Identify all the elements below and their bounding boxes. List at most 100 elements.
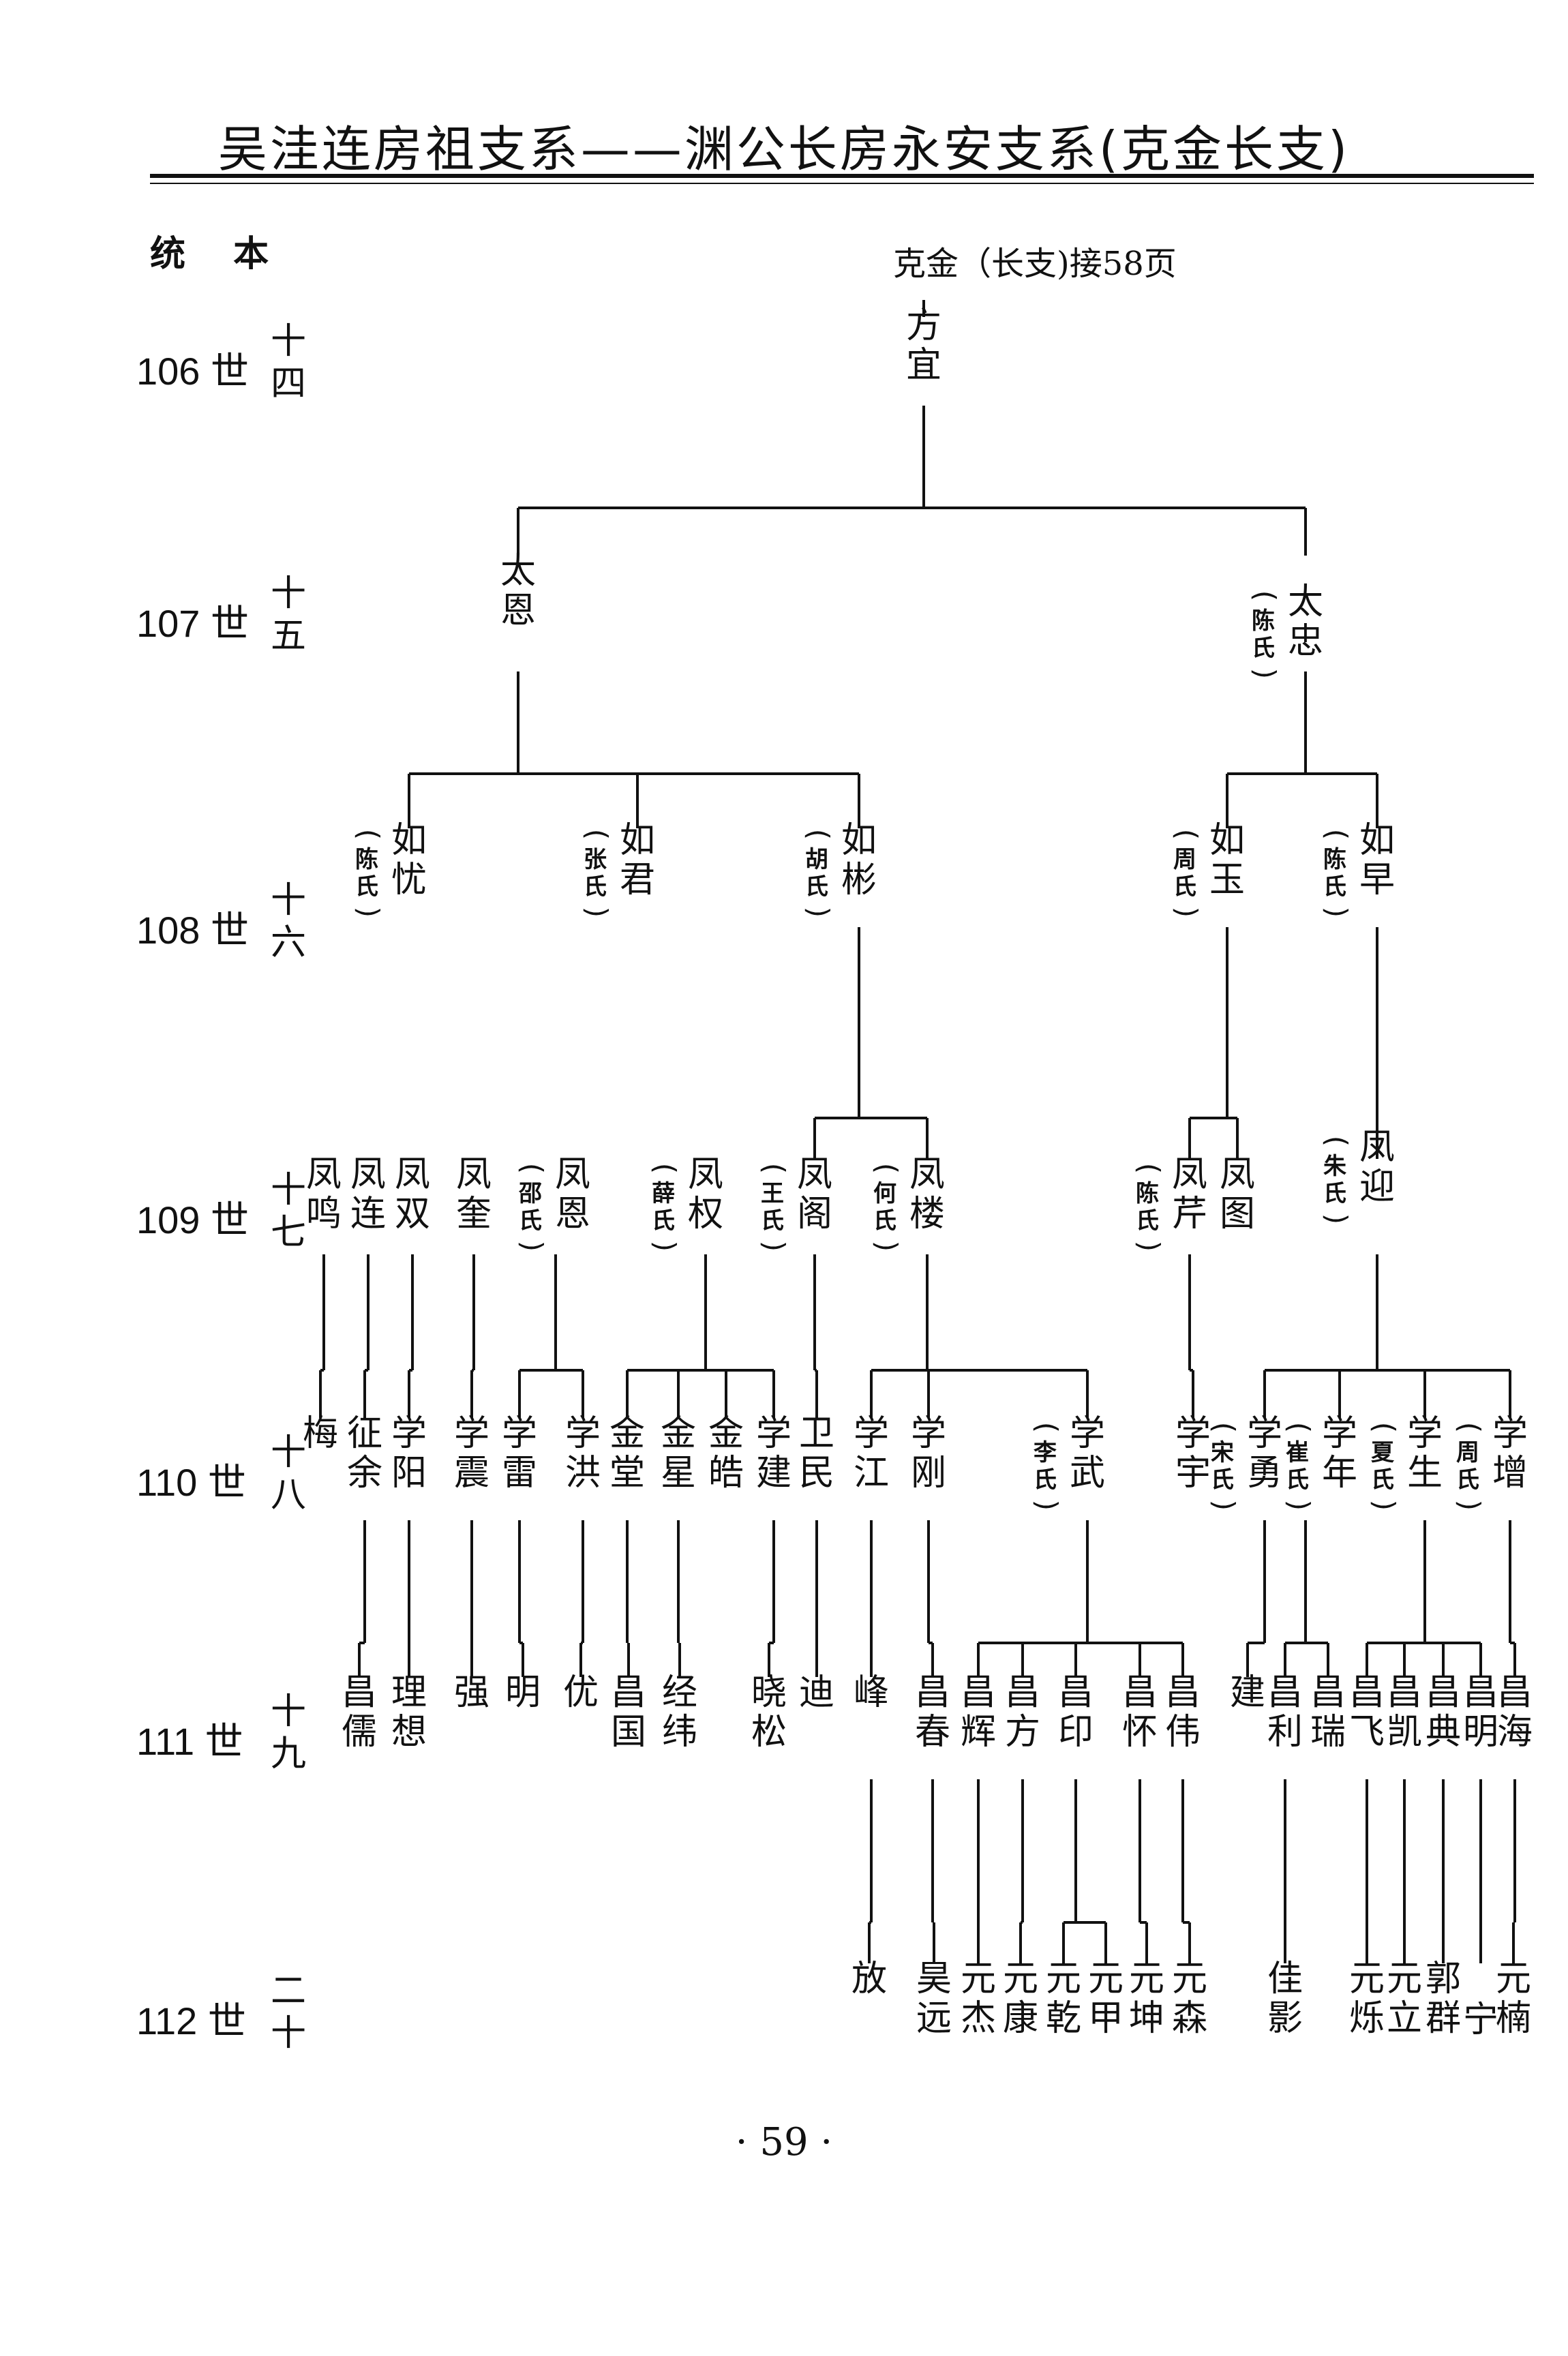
person-name-char: 儒 [342,1712,377,1753]
wife-bracket-open: ( [1368,1422,1401,1433]
wife-name-char: 朱 [1323,1153,1347,1180]
wife-name-char: 氏 [1211,1466,1234,1494]
person-name-char: 阳 [391,1453,427,1494]
person-name-char: 双 [395,1194,430,1235]
person-you: 优 [563,1672,599,1713]
person-ruyou: 如忧(陈氏) [352,820,427,918]
person-name-char: 太 [1288,582,1323,622]
person-name-char: 学 [1247,1413,1282,1454]
person-fengtu: 凤图 [1220,1154,1255,1235]
person-name-char: 宜 [906,345,941,386]
person-xuesheng: 学生(夏氏) [1368,1413,1443,1511]
person-name-char: 金 [708,1413,744,1454]
person-changchun: 昌春 [915,1672,950,1753]
wife-name-char: 张 [584,846,607,873]
person-taizhong: 太忠(陈氏) [1248,582,1323,679]
wife-bracket-close: ) [1248,668,1282,679]
person-name-char: 昌 [1058,1672,1094,1713]
person-haoyuan: 昊远 [916,1959,952,2039]
person-name-char: 森 [1172,1998,1207,2039]
person-weimin: 卫民 [799,1413,834,1494]
person-name-char: 金 [661,1413,696,1454]
wife-bracket-open: ( [352,829,385,840]
person-name-char: 学 [1322,1413,1357,1454]
person-name-char: 元 [1387,1959,1422,1999]
person-xuezhen: 学震 [454,1413,489,1494]
person-name-char: 昌 [1122,1672,1158,1713]
person-ruzao: 如早(陈氏) [1320,820,1395,918]
person-name-char: 元 [1172,1959,1207,1999]
person-name-char: 昌 [1349,1672,1385,1713]
wife-bracket-close: ) [580,907,614,918]
person-name-char: 如 [391,820,427,861]
person-yuanjie: 元杰 [961,1959,996,2039]
wife-bracket-close: ) [1368,1500,1401,1511]
person-name-char: 学 [391,1413,427,1454]
title-rule-thick [150,174,1534,178]
person-changwei: 昌伟 [1165,1672,1201,1753]
person-name-char: 生 [1407,1453,1443,1494]
person-changhai: 昌海 [1497,1672,1533,1753]
person-name-char: 早 [1359,860,1395,901]
person-name-char: 凤 [555,1154,590,1195]
person-name-char: 群 [1426,1998,1461,2039]
wife-name-char: 氏 [1173,873,1196,901]
person-name-char: 星 [661,1453,696,1494]
person-name-char: 忠 [1288,621,1323,662]
wife-bracket-open: ( [1030,1422,1064,1433]
wife-bracket-open: ( [870,1163,903,1174]
person-name-char: 昌 [1005,1672,1040,1713]
wife-bracket-open: ( [580,829,614,840]
wife-bracket-close: ) [1030,1500,1064,1511]
top-note: 克金（长支)接58页 [893,245,1177,283]
person-name-char: 阁 [797,1194,832,1235]
person-name-char: 方 [906,305,941,346]
person-changhuai: 昌怀 [1122,1672,1158,1753]
wife-name-char: 邵 [518,1180,542,1207]
wife-name-char: 氏 [1252,635,1275,662]
person-name-char: 余 [347,1453,382,1494]
person-yuanjia: 元甲 [1088,1959,1124,2039]
person-xuejian: 学建 [756,1413,791,1494]
person-name-char: 凤 [456,1154,492,1195]
person-name-char: 瑞 [1310,1712,1346,1753]
generation-chinese: 十五 [270,573,306,656]
person-name-char: 勇 [1247,1453,1282,1494]
person-name-char: 玉 [1209,860,1245,901]
person-fengkui: 凤奎 [456,1154,492,1235]
wife-name-char: 氏 [1034,1466,1057,1494]
person-name-char: 凤 [395,1154,430,1195]
person-name-char: 飞 [1349,1712,1385,1753]
wife-name-char: 胡 [805,846,828,873]
person-name-char: 昌 [1267,1672,1303,1713]
person-changru: 昌儒 [342,1672,377,1753]
person-name-char: 元 [1046,1959,1081,1999]
person-ming: 明 [505,1672,541,1713]
person-name-char: 如 [620,820,655,861]
person-xuezeng: 学增(周氏) [1453,1413,1528,1511]
person-name-char: 明 [1463,1712,1498,1753]
person-name-char: 昌 [961,1672,996,1713]
person-name-char: 图 [1220,1194,1255,1235]
person-xueyang: 学阳 [391,1413,427,1494]
wife-name-char: 氏 [761,1207,784,1235]
person-name-char: 凤 [797,1154,832,1195]
wife-name-char: 周 [1173,846,1196,873]
person-name-char: 凤 [909,1154,945,1195]
wife-bracket-open: ( [757,1163,791,1174]
wife-name-char: 氏 [652,1207,675,1235]
person-name-char: 春 [915,1712,950,1753]
person-name-char: 楼 [909,1194,945,1235]
person-ruyu: 如玉(周氏) [1170,820,1245,918]
person-yuankang: 元康 [1003,1959,1038,2039]
person-name-char: 学 [1407,1413,1443,1454]
person-name-char: 凤 [1359,1127,1395,1168]
wife-name-char: 氏 [1456,1466,1479,1494]
page-number: · 59 · [735,2120,833,2164]
wife-name-char: 氏 [1323,1180,1346,1207]
person-name-char: 凤 [1220,1154,1255,1195]
wife-name-char: 氏 [1371,1466,1394,1494]
generation-number: 110 世 [136,1461,246,1504]
person-name-char: 印 [1058,1712,1094,1753]
person-xuejiang: 学江 [854,1413,889,1494]
